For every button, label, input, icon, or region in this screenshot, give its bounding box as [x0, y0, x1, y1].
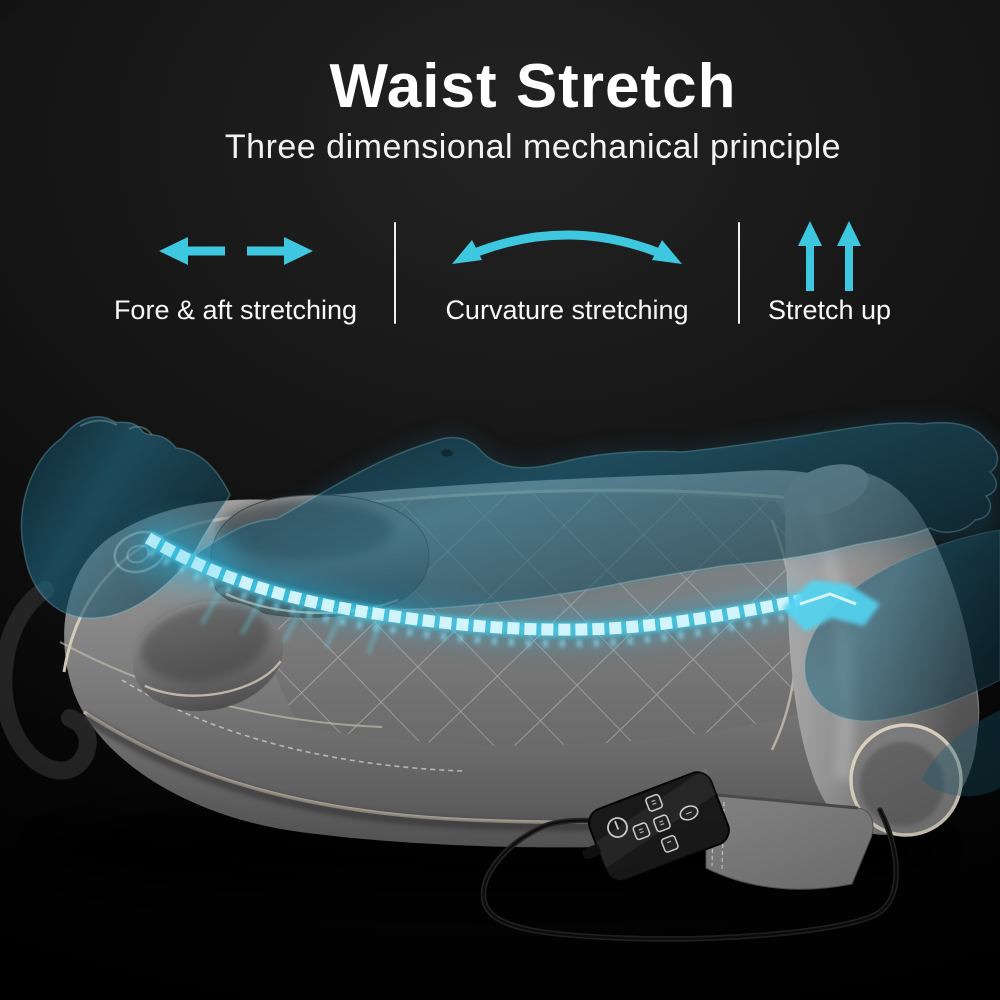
feature-label: Curvature stretching	[445, 295, 689, 325]
curvature-arrow-icon	[448, 213, 686, 271]
feature-curvature: Curvature stretching	[395, 220, 739, 326]
feature-label: Stretch up	[767, 295, 892, 325]
feature-stretch-up: Stretch up	[739, 220, 1000, 326]
feature-fore-aft: Fore & aft stretching	[0, 220, 395, 326]
stretch-up-arrows-icon	[785, 219, 875, 293]
feature-divider	[738, 222, 740, 324]
product-scene	[0, 416, 1000, 942]
remote-pocket	[705, 792, 874, 890]
body-chest-dot	[441, 449, 453, 457]
fore-aft-arrows-icon	[157, 231, 315, 271]
header: Waist Stretch Three dimensional mechanic…	[33, 56, 1000, 167]
feature-label: Fore & aft stretching	[113, 295, 358, 325]
feature-divider	[394, 222, 396, 324]
page-title: Waist Stretch	[329, 52, 737, 121]
features-row: Fore & aft stretching Curvature stretchi…	[0, 220, 1000, 326]
page-subtitle: Three dimensional mechanical principle	[224, 128, 842, 166]
